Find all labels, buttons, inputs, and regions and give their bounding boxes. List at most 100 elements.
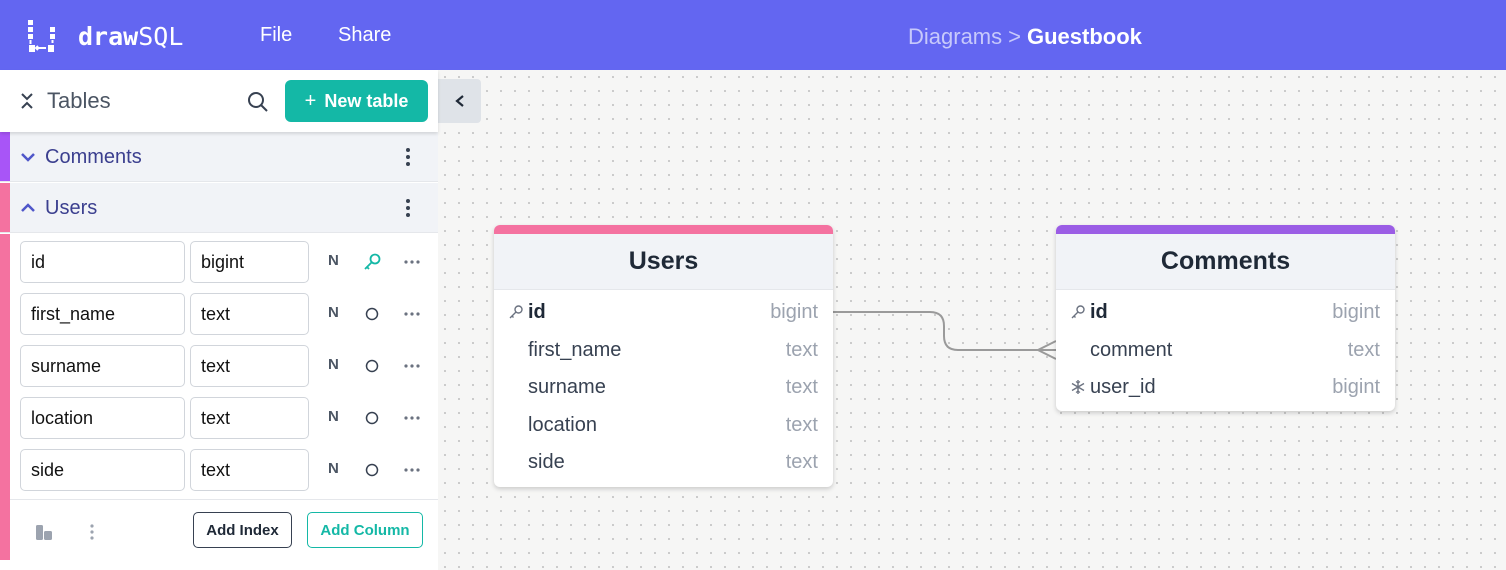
nullable-toggle[interactable]: N xyxy=(328,460,339,477)
breadcrumb-diagrams[interactable]: Diagrams xyxy=(908,24,1003,49)
collapse-sidebar-button[interactable] xyxy=(438,79,481,123)
field-name: id xyxy=(528,301,546,323)
field-name: comment xyxy=(1090,338,1173,361)
add-column-button[interactable]: Add Column xyxy=(307,512,423,548)
table-item-comments[interactable]: Comments xyxy=(0,132,438,182)
table-color-stripe xyxy=(0,132,10,181)
entity-field[interactable]: side text xyxy=(494,443,833,481)
chevron-up-icon xyxy=(21,203,35,212)
entity-fields: id bigint first_name text surname text l… xyxy=(494,290,833,487)
field-name: id xyxy=(1090,301,1108,323)
key-toggle-icon[interactable] xyxy=(362,408,382,428)
plus-icon: + xyxy=(304,89,317,112)
key-toggle-icon[interactable] xyxy=(362,460,382,480)
nullable-toggle[interactable]: N xyxy=(328,304,339,321)
indexes-icon[interactable] xyxy=(34,522,54,542)
more-options-icon[interactable] xyxy=(402,357,422,375)
field-name: location xyxy=(528,413,597,436)
nullable-toggle[interactable]: N xyxy=(328,408,339,425)
field-name: user_id xyxy=(1090,376,1156,398)
table-item-label: Comments xyxy=(45,146,142,168)
field-type: text xyxy=(785,338,818,361)
field-type: text xyxy=(785,376,818,398)
table-options-icon[interactable] xyxy=(398,196,418,220)
field-name: first_name xyxy=(528,338,622,361)
sidebar: Tables + New table Comments Users id bigi… xyxy=(0,70,438,570)
menu-share[interactable]: Share xyxy=(338,24,392,46)
breadcrumb-separator: > xyxy=(1008,24,1021,49)
entity-field[interactable]: comment text xyxy=(1056,331,1395,369)
footer-options-icon[interactable] xyxy=(88,522,96,542)
column-name-input[interactable]: id xyxy=(20,241,185,283)
field-name: side xyxy=(528,451,565,473)
column-name-input[interactable]: surname xyxy=(20,345,185,387)
entity-field[interactable]: user_id bigint xyxy=(1056,368,1395,406)
entity-field[interactable]: id bigint xyxy=(1056,293,1395,331)
logo[interactable]: drawSQL xyxy=(24,17,183,55)
table-item-label: Users xyxy=(45,197,98,219)
column-row: location text N xyxy=(20,397,430,439)
key-toggle-icon[interactable] xyxy=(362,304,382,324)
table-color-stripe xyxy=(0,183,10,232)
column-row: id bigint N xyxy=(20,241,430,283)
more-options-icon[interactable] xyxy=(402,409,422,427)
menu-file[interactable]: File xyxy=(260,24,293,46)
primary-key-icon[interactable] xyxy=(362,252,382,272)
field-type: text xyxy=(1347,338,1380,361)
column-row: side text N xyxy=(20,449,430,491)
column-type-input[interactable]: bigint xyxy=(190,241,309,283)
table-item-users[interactable]: Users xyxy=(0,183,438,233)
entity-comments[interactable]: Comments id bigint comment text user_id … xyxy=(1056,225,1395,411)
entity-fields: id bigint comment text user_id bigint xyxy=(1056,290,1395,411)
key-toggle-icon[interactable] xyxy=(362,356,382,376)
entity-field[interactable]: location text xyxy=(494,406,833,444)
entity-field[interactable]: surname text xyxy=(494,368,833,406)
chevron-down-icon xyxy=(21,153,35,162)
column-editor-footer: Add Index Add Column xyxy=(10,499,438,560)
field-type: text xyxy=(785,413,818,436)
field-type: bigint xyxy=(770,301,818,323)
new-table-label: New table xyxy=(324,90,409,111)
top-bar: drawSQL File Share Diagrams>Guestbook xyxy=(0,0,1506,70)
diagram-canvas[interactable]: Users id bigint first_name text surname … xyxy=(438,70,1506,570)
column-type-input[interactable]: text xyxy=(190,397,309,439)
breadcrumb-current[interactable]: Guestbook xyxy=(1027,24,1142,49)
new-table-button[interactable]: + New table xyxy=(285,80,428,122)
entity-users[interactable]: Users id bigint first_name text surname … xyxy=(494,225,833,487)
table-options-icon[interactable] xyxy=(398,145,418,169)
search-icon[interactable] xyxy=(246,90,270,114)
column-type-input[interactable]: text xyxy=(190,345,309,387)
field-name: surname xyxy=(528,376,606,398)
add-index-button[interactable]: Add Index xyxy=(193,512,292,548)
sidebar-title: Tables xyxy=(47,88,111,113)
nullable-toggle[interactable]: N xyxy=(328,252,339,269)
key-icon xyxy=(1071,305,1085,319)
table-color-stripe xyxy=(0,234,10,560)
snowflake-icon xyxy=(1071,380,1085,394)
chevron-left-icon xyxy=(454,95,464,107)
sidebar-header: Tables + New table xyxy=(0,70,438,132)
collapse-all-icon[interactable] xyxy=(18,90,36,112)
column-row: surname text N xyxy=(20,345,430,387)
entity-title: Comments xyxy=(1056,234,1395,290)
entity-color-bar xyxy=(494,225,833,234)
column-editor: id bigint N first_name text N surname te… xyxy=(0,234,438,570)
key-icon xyxy=(509,305,523,319)
column-type-input[interactable]: text xyxy=(190,449,309,491)
entity-field[interactable]: first_name text xyxy=(494,331,833,369)
entity-color-bar xyxy=(1056,225,1395,234)
column-name-input[interactable]: location xyxy=(20,397,185,439)
entity-field[interactable]: id bigint xyxy=(494,293,833,331)
more-options-icon[interactable] xyxy=(402,461,422,479)
column-name-input[interactable]: side xyxy=(20,449,185,491)
more-options-icon[interactable] xyxy=(402,253,422,271)
more-options-icon[interactable] xyxy=(402,305,422,323)
column-type-input[interactable]: text xyxy=(190,293,309,335)
field-type: text xyxy=(785,451,818,473)
drawsql-logo-icon xyxy=(28,20,55,52)
field-type: bigint xyxy=(1332,301,1380,323)
nullable-toggle[interactable]: N xyxy=(328,356,339,373)
column-name-input[interactable]: first_name xyxy=(20,293,185,335)
breadcrumb: Diagrams>Guestbook xyxy=(908,24,1142,50)
entity-title: Users xyxy=(494,234,833,290)
